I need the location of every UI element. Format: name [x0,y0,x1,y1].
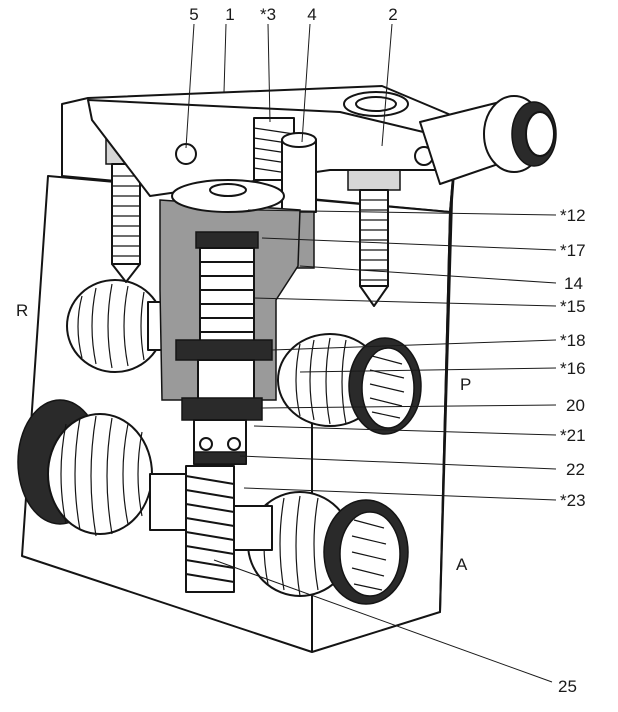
callout-2: 2 [388,5,397,24]
port-p [277,333,422,435]
callout-23: *23 [560,491,586,510]
callout-17: *17 [560,241,586,260]
callout-14: 14 [564,274,583,293]
callout-4: 4 [307,5,316,24]
solenoid-actuator [419,95,557,185]
port-label-a: A [456,555,468,574]
callout-25: 25 [558,677,577,696]
valve-cartridge [159,179,301,421]
port-labels: R P A [16,301,471,574]
spool-22 [193,419,247,465]
callout-15: *15 [560,297,586,316]
callout-20: 20 [566,396,585,415]
port-label-r: R [16,301,28,320]
port-a [231,491,409,605]
return-spring-25 [185,465,235,593]
callout-18: *18 [560,331,586,350]
callouts-top: 5 1 *3 4 2 [189,5,397,24]
callout-3: *3 [260,5,276,24]
callout-12: *12 [560,206,586,225]
callout-22: 22 [566,460,585,479]
port-label-p: P [460,375,471,394]
callout-5: 5 [189,5,198,24]
callout-1: 1 [225,5,234,24]
callouts-right: *12 *17 14 *15 *18 *16 20 *21 22 *23 [560,206,586,510]
leader-lines [185,23,557,683]
port-r-upper [66,279,185,373]
port-r-lower [17,399,191,537]
callout-16: *16 [560,359,586,378]
callout-21: *21 [560,426,586,445]
